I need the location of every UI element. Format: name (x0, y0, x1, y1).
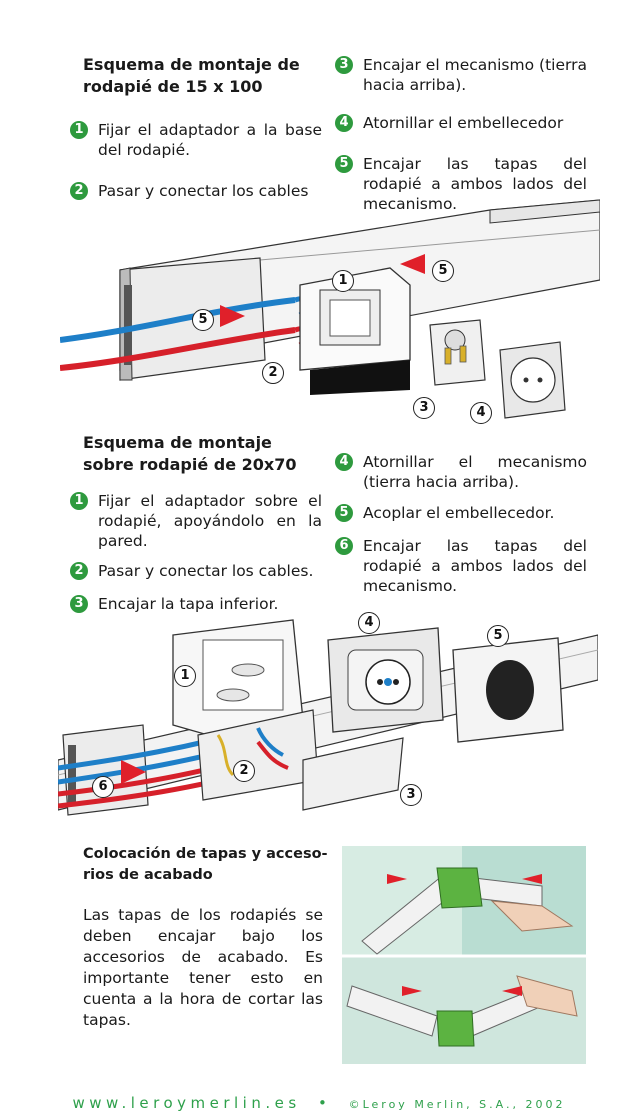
footer-separator: • (317, 1094, 332, 1112)
copyright-text: ©Leroy Merlin, S.A., 2002 (348, 1098, 566, 1111)
section2-callout-3: 3 (400, 784, 422, 806)
step-number-badge: 1 (70, 492, 88, 510)
section2-step-3: 3 Encajar la tapa inferior. (70, 594, 322, 614)
step-text: Encajar las tapas del rodapié a ambos la… (363, 155, 587, 213)
finishing-accessories-illustration (342, 846, 586, 1064)
step-text: Acoplar el embellecedor. (363, 504, 555, 522)
step-text: Pasar y conectar los cables (98, 182, 309, 200)
website-link[interactable]: www.leroymerlin.es (72, 1094, 301, 1112)
section1-callout-5a: 5 (432, 260, 454, 282)
page-footer: www.leroymerlin.es • ©Leroy Merlin, S.A.… (0, 1094, 638, 1112)
section2-step-4: 4 Atornillar el mecanismo (tierra hacia … (335, 452, 587, 492)
step-number-badge: 6 (335, 537, 353, 555)
section1-step-3: 3 Encajar el mecanismo (tierra hacia arr… (335, 55, 587, 95)
section1-callout-4: 4 (470, 402, 492, 424)
socket-mechanism (429, 319, 486, 386)
section1-step-4: 4 Atornillar el embellecedor (335, 113, 587, 133)
skirting-15x100-diagram (60, 199, 600, 419)
step-number-badge: 5 (335, 155, 353, 173)
step-number-badge: 3 (70, 595, 88, 613)
step-text: Fijar el adaptador a la base del rodapié… (98, 121, 322, 159)
step-text: Fijar el adaptador sobre el rodapié, apo… (98, 492, 322, 550)
step-number-badge: 2 (70, 182, 88, 200)
section1-callout-1: 1 (332, 270, 354, 292)
section2-callout-2: 2 (233, 760, 255, 782)
section1-step-2: 2 Pasar y conectar los cables (70, 181, 322, 201)
socket-mechanism (327, 627, 444, 733)
step-text: Atornillar el embellecedor (363, 114, 564, 132)
section2-title: Esquema de montaje sobre rodapié de 20x7… (83, 433, 297, 474)
section1-title: Esquema de montaje de rodapié de 15 x 10… (83, 55, 300, 96)
section1-callout-5b: 5 (192, 309, 214, 331)
section2-step-5: 5 Acoplar el embellecedor. (335, 503, 587, 523)
step-number-badge: 2 (70, 562, 88, 580)
step-text: Pasar y conectar los cables. (98, 562, 314, 580)
section1-callout-3: 3 (413, 397, 435, 419)
section2-step-6: 6 Encajar las tapas del rodapié a ambos … (335, 536, 587, 596)
skirting-20x70-diagram (58, 619, 598, 816)
section2-callout-6: 6 (92, 776, 114, 798)
socket-faceplate (499, 341, 566, 419)
step-number-badge: 1 (70, 121, 88, 139)
section1-step-1: 1 Fijar el adaptador a la base del rodap… (70, 120, 322, 160)
step-text: Encajar la tapa inferior. (98, 595, 279, 613)
section2-callout-1: 1 (174, 665, 196, 687)
section2-callout-5: 5 (487, 625, 509, 647)
section2-step-2: 2 Pasar y conectar los cables. (70, 561, 322, 581)
section2-callout-4: 4 (358, 612, 380, 634)
section1-callout-2: 2 (262, 362, 284, 384)
section1-step-5: 5 Encajar las tapas del rodapié a ambos … (335, 154, 587, 214)
step-number-badge: 3 (335, 56, 353, 74)
step-text: Encajar el mecanismo (tierra hacia arrib… (363, 56, 587, 94)
section2-step-1: 1 Fijar el adaptador sobre el rodapié, a… (70, 491, 322, 551)
step-text: Encajar las tapas del rodapié a ambos la… (363, 537, 587, 595)
step-number-badge: 4 (335, 114, 353, 132)
socket-faceplate (452, 637, 564, 743)
step-number-badge: 4 (335, 453, 353, 471)
step-number-badge: 5 (335, 504, 353, 522)
section3-body: Las tapas de los rodapiés se deben encaj… (83, 906, 323, 1029)
section3-title: Colocación de tapas y acceso- rios de ac… (83, 846, 328, 883)
step-text: Atornillar el mecanismo (tierra hacia ar… (363, 453, 587, 491)
